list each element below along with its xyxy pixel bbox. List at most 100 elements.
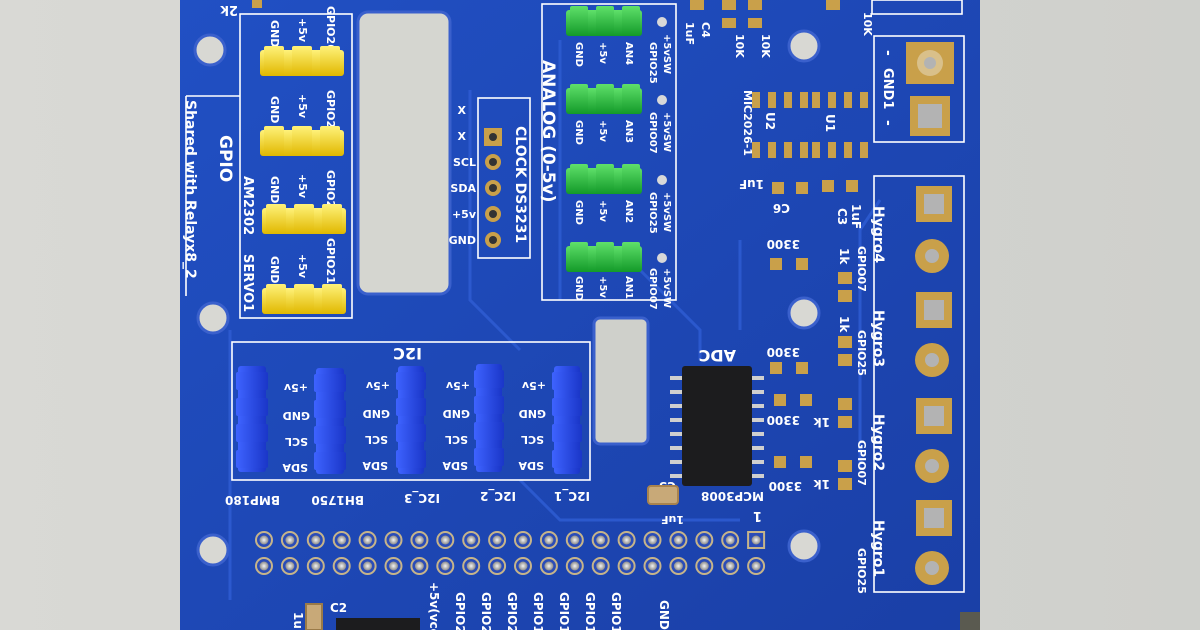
svg-text:+5v: +5v [283,381,308,394]
svg-text:U2: U2 [763,112,777,130]
header-pin [518,535,528,545]
svg-text:+5v: +5v [296,94,309,119]
svg-text:SDA: SDA [282,461,308,474]
svg-text:GND: GND [268,20,281,47]
svg-text:+5v: +5v [597,200,608,222]
header-pin [285,535,295,545]
svg-text:I2C_3: I2C_3 [404,490,440,505]
svg-text:+5vSW: +5vSW [661,192,672,232]
header-pin [570,535,580,545]
svg-text:Hygro1: Hygro1 [870,520,886,577]
svg-text:3300: 3300 [767,345,800,359]
svg-text:1k: 1k [813,477,830,491]
svg-text:+5v(vcc): +5v(vcc) [427,582,441,630]
analog-block: ANALOG (0-5v) GND +5v AN4 GPIO25 +5vSW G… [538,3,677,310]
hygro3: Hygro3 [870,292,952,377]
i2c-header-1: +5v GND SCL SDA I2C_1 [518,366,590,503]
svg-text:GND1: GND1 [880,68,895,109]
i2c-block: I2C BMP180 +5v GND SCL SDA BH1750 +5v GN… [225,341,591,507]
svg-text:GPIO07: GPIO07 [647,112,658,154]
svg-text:GPIO25: GPIO25 [855,548,868,594]
svg-text:1uF: 1uF [683,22,696,45]
gpio-40pin-header [255,531,766,575]
header-pin [363,535,373,545]
svg-text:X: X [458,130,467,143]
header-pin [699,561,709,571]
resistor-pad [252,0,262,8]
svg-text:SCL: SCL [365,433,388,446]
svg-text:1: 1 [753,508,762,523]
svg-text:+5v: +5v [445,379,470,392]
adc-block: ADC MCP3008 C5 1uF [647,346,764,526]
gpio21b-label: GPIO21 [324,238,337,284]
header-pin [492,561,502,571]
header-pin [337,535,347,545]
analog-channel-3: GND +5v AN3 GPIO07 +5vSW [566,84,672,154]
gpio-header-1: GND +5v GPIO26 [260,6,344,76]
svg-text:GND: GND [268,176,281,203]
svg-text:1uF: 1uF [849,204,863,229]
header-pin [259,561,269,571]
am2302-label: AM2302 [240,176,255,235]
header-pin [570,561,580,571]
gpio20-label: GPIO20 [324,90,337,136]
analog-channel-4: GND +5v AN4 GPIO25 +5vSW [566,6,672,84]
svg-text:SCL: SCL [285,435,308,448]
svg-text:GPIO07: GPIO07 [855,440,868,486]
svg-text:GPIO15: GPIO15 [583,592,597,630]
header-pin [466,535,476,545]
clock-title: CLOCK DS3231 [512,126,528,243]
svg-text:Hygro2: Hygro2 [870,414,886,471]
svg-text:GPIO25: GPIO25 [647,192,658,234]
c4-capacitor: C4 1uF [683,0,712,45]
svg-text:10K: 10K [759,34,772,58]
svg-text:GPIO23: GPIO23 [453,592,467,630]
svg-text:AN3: AN3 [623,120,634,143]
svg-text:SCL: SCL [445,433,468,446]
header-pin [648,561,657,571]
svg-text:GND: GND [573,276,584,301]
svg-text:C3: C3 [835,208,849,225]
i2c-title: I2C [393,344,422,363]
header-pin [544,535,554,545]
shared-note: Shared with Relayx8_2 [182,100,198,279]
svg-text:SDA: SDA [450,182,476,195]
header-pin [492,535,502,545]
svg-text:GND: GND [519,407,546,420]
svg-text:+5v: +5v [296,18,309,43]
svg-text:+5vSW: +5vSW [661,34,672,74]
svg-text:3300: 3300 [767,237,800,251]
analog-channel-1: GND +5v AN1 GPIO07 +5vSW [566,242,672,310]
c2-capacitor: C2 1uF [291,601,420,630]
svg-text:U1: U1 [823,114,837,132]
svg-text:GND: GND [268,256,281,283]
svg-text:SCL: SCL [521,433,544,446]
svg-text:10K: 10K [733,34,746,58]
board-cutout-large [356,10,452,296]
svg-text:-: - [880,120,896,126]
i2c-header-3: +5v GND SCL SDA I2C_3 [362,366,440,505]
header-pin [440,535,450,545]
svg-text:+5v: +5v [365,379,390,392]
header-pin [518,561,528,571]
mic2026-chips: MIC2026-1 U2 U1 [741,90,868,158]
analog-channel-2: GND +5v AN2 GPIO25 +5vSW [566,164,672,234]
hygro4: Hygro4 [870,186,952,273]
i2c-header-bh1750: +5v GND SCL SDA BH1750 [282,368,364,507]
gpio-bottom-labels: +5v(vcc) GPIO23 GPIO24 GPIO27 GPIO17 GPI… [427,582,671,630]
gpio-header-2: GND +5v GPIO20 [260,90,344,156]
header-pin [751,561,761,571]
board-edge-component [960,612,980,630]
svg-text:MCP3008: MCP3008 [701,489,764,503]
hygro-terminals: Hygro4 Hygro3 Hygro2 Hygro1 [870,175,965,593]
header-pin [544,561,554,571]
svg-text:+5v: +5v [597,120,608,142]
header-pin [311,561,321,571]
svg-text:Hygro3: Hygro3 [870,310,886,367]
svg-text:GPIO25: GPIO25 [647,42,658,84]
svg-text:AN2: AN2 [623,200,634,223]
header-pin [389,561,398,571]
svg-text:GPIO18: GPIO18 [557,592,571,630]
resistors-10k: 10K 10K 10K [722,0,874,58]
